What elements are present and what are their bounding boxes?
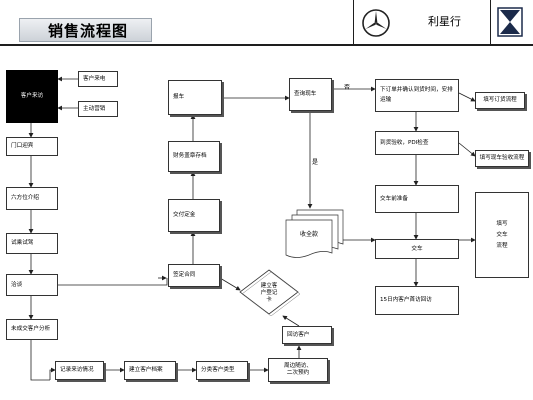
form-label: 收全款	[300, 231, 319, 238]
followup-node: 周边随访、 二次预约	[268, 358, 328, 382]
order-confirm-line2: 运输	[380, 97, 392, 103]
delivery-process-line3: 流程	[496, 242, 508, 249]
hourglass-logo-icon	[497, 7, 523, 37]
test-drive-node: 试乘试驾	[6, 233, 58, 254]
edge-label-no: 否	[344, 84, 351, 91]
mercedes-star-icon	[362, 9, 390, 37]
company-name: 利星行	[428, 15, 461, 28]
registration-line3: 卡	[266, 296, 272, 303]
classify-node: 分类客户类型	[196, 361, 248, 380]
notify-accept-node: 填写现车验收流程	[475, 150, 529, 167]
header-divider	[353, 0, 354, 44]
deposit-node: 交付定金	[168, 199, 220, 232]
customer-visit-node: 客户来访	[6, 70, 58, 123]
delivery-process-node: 填写 交车 流程	[475, 192, 529, 278]
revisit-node: 回访客户	[282, 326, 332, 344]
customer-call-node: 客户来电	[78, 71, 118, 87]
finance-stock-node: 财务盖章存档	[168, 141, 220, 172]
create-file-node: 建立客户档案	[124, 361, 176, 380]
followup-line2: 二次预约	[286, 370, 310, 376]
order-confirm-node: 下订单并确认到货时间，安排 运输	[375, 79, 459, 112]
registration-line2: 户登记	[260, 289, 278, 296]
header-divider	[490, 0, 491, 44]
followup-line1: 周边随访、	[284, 363, 312, 369]
notify-order-node: 填写订货流程	[475, 92, 525, 109]
six-point-node: 六方位介绍	[6, 187, 58, 210]
edge-label-yes: 是	[312, 159, 319, 166]
order-confirm-line1: 下订单并确认到货时间，安排	[380, 87, 453, 93]
contract-node: 签定合同	[168, 264, 220, 287]
stock-check-node: 查询现车	[289, 78, 332, 111]
registration-line1: 建立客	[260, 282, 278, 289]
analysis-node: 未成交客户分析	[6, 319, 58, 340]
delivery-process-line2: 交车	[496, 231, 508, 238]
report-node: 报车	[168, 80, 222, 115]
page-title: 销售流程图	[19, 18, 152, 42]
return-visit-node: 15日内客户首访回访	[375, 286, 459, 315]
document-stack-shape	[285, 209, 344, 258]
registration-decision-shape	[239, 269, 300, 316]
delivery-process-line1: 填写	[496, 220, 508, 227]
delivery-prep-node: 交车前准备	[375, 185, 459, 213]
reception-node: 门口迎宾	[6, 137, 58, 156]
record-visit-node: 记录来访情况	[55, 361, 104, 380]
active-sales-node: 主动营销	[78, 101, 118, 117]
header: 销售流程图 利星行	[0, 0, 533, 46]
negotiate-node: 洽谈	[6, 274, 58, 296]
pdi-check-node: 到货验收，PDI检查	[375, 131, 459, 155]
header-rule	[0, 44, 533, 46]
delivery-node: 交车	[375, 239, 459, 259]
registration-card-node: 建立客 户登记 卡	[256, 281, 282, 305]
